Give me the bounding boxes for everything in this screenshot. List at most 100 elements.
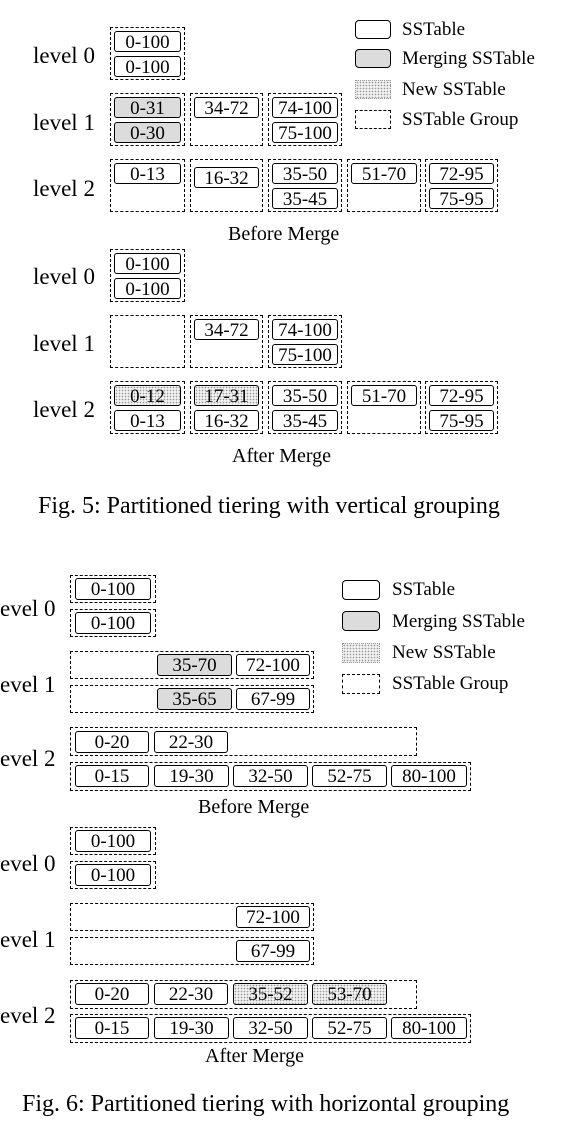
level-label: level 0 [33,264,95,289]
sstable: 16-32 [194,410,259,431]
sstable: 75-95 [429,188,494,209]
legend-sstable-swatch [342,580,380,600]
legend-group-label: SSTable Group [392,673,509,694]
sstable: 35-50 [272,385,338,406]
new-sstable: 53-70 [312,983,387,1005]
sstable-group [110,249,185,302]
after-merge-caption: After Merge [205,1045,305,1067]
legend-group-label: SSTable Group [402,109,519,130]
legend-merging-swatch [342,611,380,631]
new-sstable: 0-12 [114,385,181,406]
level-label: level 1 [33,331,95,356]
sstable: 0-100 [114,56,181,77]
sstable: 52-75 [312,1017,387,1039]
sstable-group [190,159,263,212]
sstable: 35-45 [272,410,338,431]
legend-group-swatch [342,674,380,694]
sstable: 51-70 [351,163,417,184]
sstable: 32-50 [233,1017,308,1039]
sstable: 0-100 [75,578,151,600]
level-label: evel 1 [0,672,56,697]
sstable-group [347,159,421,212]
sstable-group [110,315,185,368]
sstable: 0-13 [114,410,181,431]
sstable-group [70,1014,471,1043]
level-label: level 0 [33,43,95,68]
sstable: 67-99 [236,940,310,962]
before-merge-caption: Before Merge [228,223,340,245]
level-label: evel 0 [0,596,56,621]
sstable-group [70,937,314,965]
level-label: evel 2 [0,746,56,771]
merging-sstable: 0-31 [114,97,181,118]
sstable-group [110,27,185,80]
sstable: 72-95 [429,385,494,406]
sstable-group [70,762,471,791]
sstable-group [110,93,185,146]
legend-merging-label: Merging SSTable [402,48,535,69]
sstable-group [110,381,185,434]
sstable-group [268,315,342,368]
sstable: 22-30 [154,731,228,753]
sstable-group [70,861,156,889]
before-merge-caption: Before Merge [198,796,310,818]
new-sstable: 17-31 [194,385,259,406]
sstable-group [425,381,498,434]
level-label: evel 0 [0,851,56,876]
sstable: 74-100 [272,97,338,118]
sstable: 16-32 [194,167,259,188]
sstable: 52-75 [312,765,387,787]
after-merge-caption: After Merge [232,445,332,467]
sstable-group [70,980,417,1009]
sstable-group [70,609,156,637]
merging-sstable: 35-70 [157,654,232,676]
sstable-group [268,381,342,434]
legend-new-label: New SSTable [392,642,496,663]
sstable-group [268,159,342,212]
sstable-group [425,159,498,212]
sstable: 0-20 [75,983,149,1005]
sstable: 0-100 [114,31,181,52]
sstable: 0-15 [75,765,149,787]
sstable: 0-100 [75,612,151,634]
sstable: 75-95 [429,410,494,431]
level-label: level 1 [33,110,95,135]
sstable-group [70,575,156,603]
sstable: 80-100 [391,765,467,787]
sstable: 0-100 [75,830,151,852]
sstable-group [190,381,263,434]
level-label: evel 2 [0,1003,56,1028]
sstable: 0-20 [75,731,149,753]
figure-caption: Fig. 6: Partitioned tiering with horizon… [22,1091,510,1117]
sstable-group [70,727,417,756]
sstable: 35-45 [272,188,338,209]
legend-sstable-swatch [355,20,391,39]
legend-merging-label: Merging SSTable [392,611,525,632]
legend-new-swatch [342,643,380,663]
legend-group-swatch [355,110,391,129]
new-sstable: 35-52 [233,983,308,1005]
level-label: level 2 [33,397,95,422]
sstable: 0-100 [114,278,181,299]
sstable: 0-100 [114,253,181,274]
sstable: 72-100 [236,654,310,676]
sstable: 72-95 [429,163,494,184]
legend-new-label: New SSTable [402,79,506,100]
sstable-group [347,381,421,434]
sstable: 32-50 [233,765,308,787]
sstable: 35-50 [272,163,338,184]
sstable: 72-100 [236,906,310,928]
legend-sstable-label: SSTable [392,579,456,600]
sstable-group [70,651,314,679]
sstable: 0-13 [114,163,181,184]
sstable-group [190,315,263,368]
figure-caption: Fig. 5: Partitioned tiering with vertica… [38,493,500,519]
level-label: evel 1 [0,927,56,952]
sstable-group [190,93,263,146]
legend-merging-swatch [355,49,391,68]
level-label: level 2 [33,176,95,201]
sstable: 0-15 [75,1017,149,1039]
sstable: 0-100 [75,864,151,886]
sstable: 80-100 [391,1017,467,1039]
sstable-group [268,93,342,146]
